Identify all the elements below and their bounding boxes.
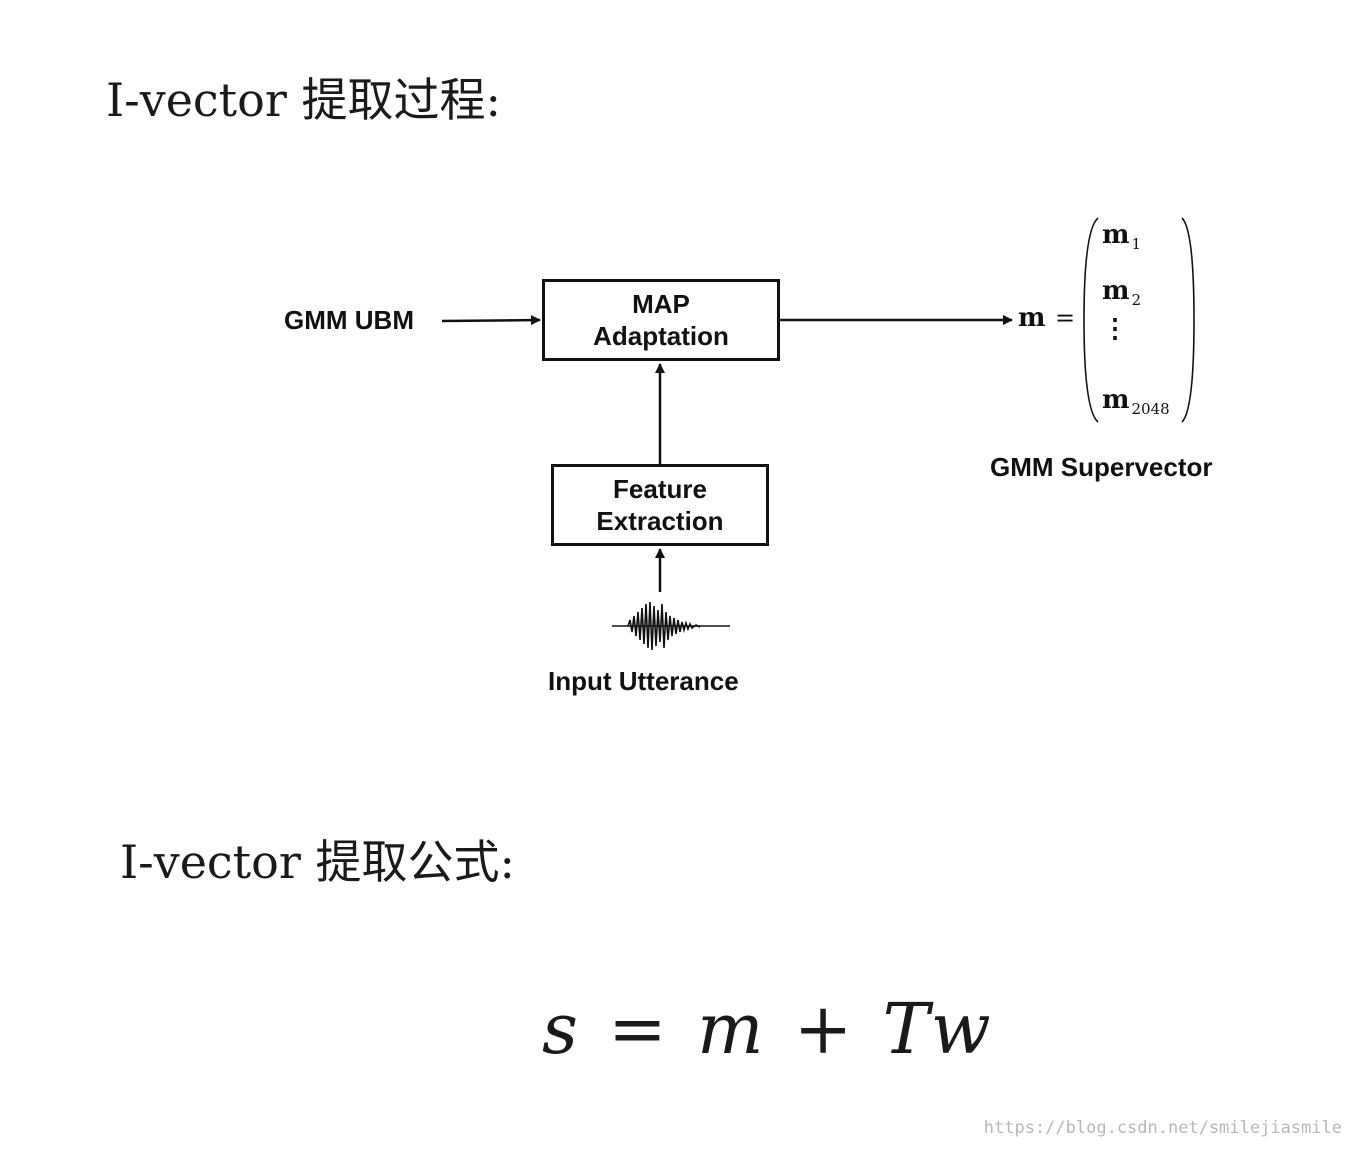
map-adaptation-box: MAP Adaptation [542,279,780,361]
vector-entry-last-subscript: 2048 [1131,400,1170,418]
input-utterance-label: Input Utterance [548,666,739,696]
vector-right-paren [1181,217,1195,423]
vector-entry-2-symbol: m [1102,276,1130,306]
supervector-equals: = [1055,304,1076,332]
vector-entry-2-subscript: 2 [1131,291,1142,309]
feature-extraction-box: Feature Extraction [551,464,769,546]
gmm-ubm-label: GMM UBM [284,305,414,335]
vector-entry-1-symbol: m [1102,220,1130,250]
vector-ellipsis: ⋮ [1102,314,1128,344]
vector-entry-1-subscript: 1 [1131,235,1142,253]
vector-entry-last-symbol: m [1102,385,1130,415]
feature-box-line-1: Feature [613,474,707,504]
map-box-line-1: MAP [632,289,690,319]
ivector-formula: s = m + Tw [542,988,995,1070]
feature-box-line-2: Extraction [596,506,724,536]
map-box-line-2: Adaptation [593,321,729,351]
gmm-supervector-label: GMM Supervector [990,452,1213,482]
waveform-icon [612,601,730,651]
watermark: https://blog.csdn.net/smilejiasmile [983,1118,1342,1138]
heading-process: I-vector 提取过程: [106,73,501,127]
supervector-symbol: m [1018,303,1046,333]
arrow-ubm-to-map [441,315,541,326]
heading-formula: I-vector 提取公式: [120,835,515,889]
vector-left-paren [1083,217,1099,423]
